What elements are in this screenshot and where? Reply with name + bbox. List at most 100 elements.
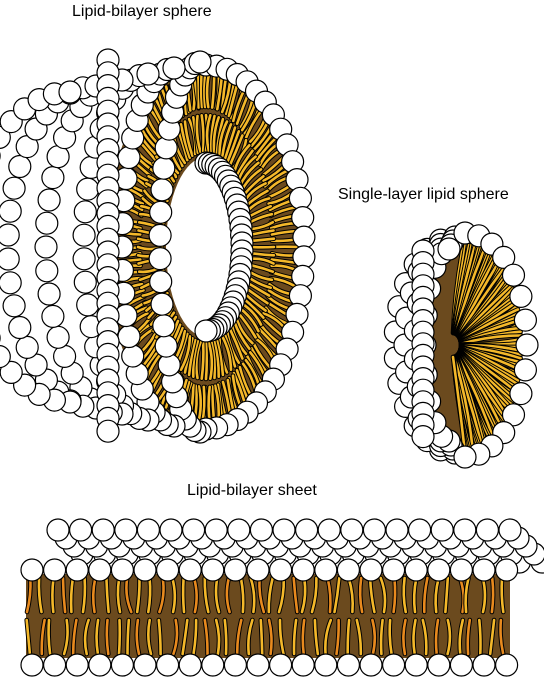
lipid-head [515, 333, 539, 357]
lipid-head [513, 308, 538, 332]
lipid-tail [71, 618, 78, 656]
lipid-head [272, 518, 296, 542]
lipid-head [411, 425, 435, 449]
lipid-head [117, 145, 141, 170]
lipid-tail [358, 576, 364, 614]
lipid-tail [205, 114, 212, 153]
lipid-head [88, 558, 112, 582]
lipid-head [136, 62, 160, 86]
lipid-tail [105, 576, 110, 614]
lipid-head [291, 558, 315, 582]
lipid-head [340, 518, 364, 542]
lipid-head [65, 653, 89, 677]
lipid-tail [83, 618, 90, 656]
lipid-head [76, 177, 100, 201]
lipid-tail [212, 340, 221, 378]
lipid-tail [267, 576, 274, 614]
lipid-tail [499, 618, 505, 656]
lipid-tail [220, 335, 233, 371]
lipid-head [0, 223, 20, 247]
lipid-head [427, 653, 451, 677]
lipid-head [76, 293, 100, 317]
lipid-head [0, 345, 11, 369]
lipid-head [72, 223, 96, 247]
bilayer-sheet-label: Lipid-bilayer sheet [187, 482, 317, 499]
lipid-tail [402, 576, 407, 614]
lipid-head [35, 259, 59, 283]
lipid-head [314, 558, 338, 582]
lipid-tail [392, 576, 397, 614]
lipid-head [495, 653, 519, 677]
lipid-tail [47, 618, 52, 656]
lipid-tail [421, 618, 428, 656]
lipid-tail [500, 576, 505, 614]
lipid-tail [464, 576, 470, 614]
lipid-tail [292, 576, 299, 614]
lipid-tail [192, 618, 198, 656]
lipid-head [156, 558, 180, 582]
single-layer-lipid-sphere [383, 221, 539, 469]
lipid-tail [207, 341, 214, 380]
lipid-bilayer-sphere [0, 48, 316, 444]
lipid-head [288, 186, 312, 210]
lipid-head [2, 176, 26, 200]
lipid-head [0, 199, 22, 223]
lipid-tail [171, 576, 177, 614]
lipid-head [148, 247, 172, 271]
lipid-head [437, 237, 461, 261]
lipid-tail [466, 618, 472, 656]
lipid-tail [355, 618, 363, 656]
lipid-head [42, 558, 67, 582]
lipid-tail [488, 618, 496, 656]
lipid-head [72, 247, 96, 271]
lipid-tail [402, 618, 407, 656]
lipid-head [88, 653, 112, 677]
lipid-tail [191, 340, 200, 378]
lipid-tail [446, 618, 452, 656]
lipid-head [291, 264, 315, 288]
lipid-head [291, 206, 315, 230]
lipid-head [509, 284, 533, 308]
lipid-tail [95, 618, 100, 656]
lipid-head [114, 518, 138, 542]
lipid-tail [458, 618, 465, 656]
lipid-tail [135, 576, 141, 614]
lipid-head [385, 518, 409, 542]
lipid-tail [187, 338, 197, 377]
lipid-head [8, 315, 32, 340]
lipid-tail [235, 618, 243, 656]
lipid-head [292, 245, 316, 269]
lipid-tail [333, 576, 341, 614]
lipid-tail [25, 618, 32, 656]
lipid-tail [69, 576, 75, 614]
lipid-head [188, 50, 212, 74]
lipid-tail [117, 618, 122, 656]
lipid-tail [105, 618, 110, 656]
lipid-tail [62, 618, 69, 656]
lipid-head [178, 558, 202, 582]
lipid-head [292, 225, 316, 249]
lipid-head [317, 518, 341, 542]
lipid-head [472, 653, 496, 677]
lipid-tail [91, 576, 97, 614]
lipid-head [501, 263, 526, 287]
lipid-head [453, 518, 477, 542]
lipid-tail [203, 618, 209, 656]
lipid-head [201, 653, 225, 677]
lipid-head [495, 558, 519, 582]
lipid-tail [203, 576, 210, 614]
lipid-tail [147, 618, 153, 656]
lipid-tail [228, 134, 244, 168]
lipid-head [498, 518, 522, 542]
lipid-tail [249, 576, 256, 614]
lipid-tail [181, 618, 189, 656]
lipid-head [249, 518, 273, 542]
lipid-tail [195, 114, 202, 154]
lipid-tail [181, 576, 186, 614]
lipid-tail [301, 618, 306, 656]
lipid-tail [225, 576, 231, 614]
lipid-tail [388, 618, 393, 656]
lipid-head [121, 344, 145, 368]
lipid-head [362, 518, 386, 542]
